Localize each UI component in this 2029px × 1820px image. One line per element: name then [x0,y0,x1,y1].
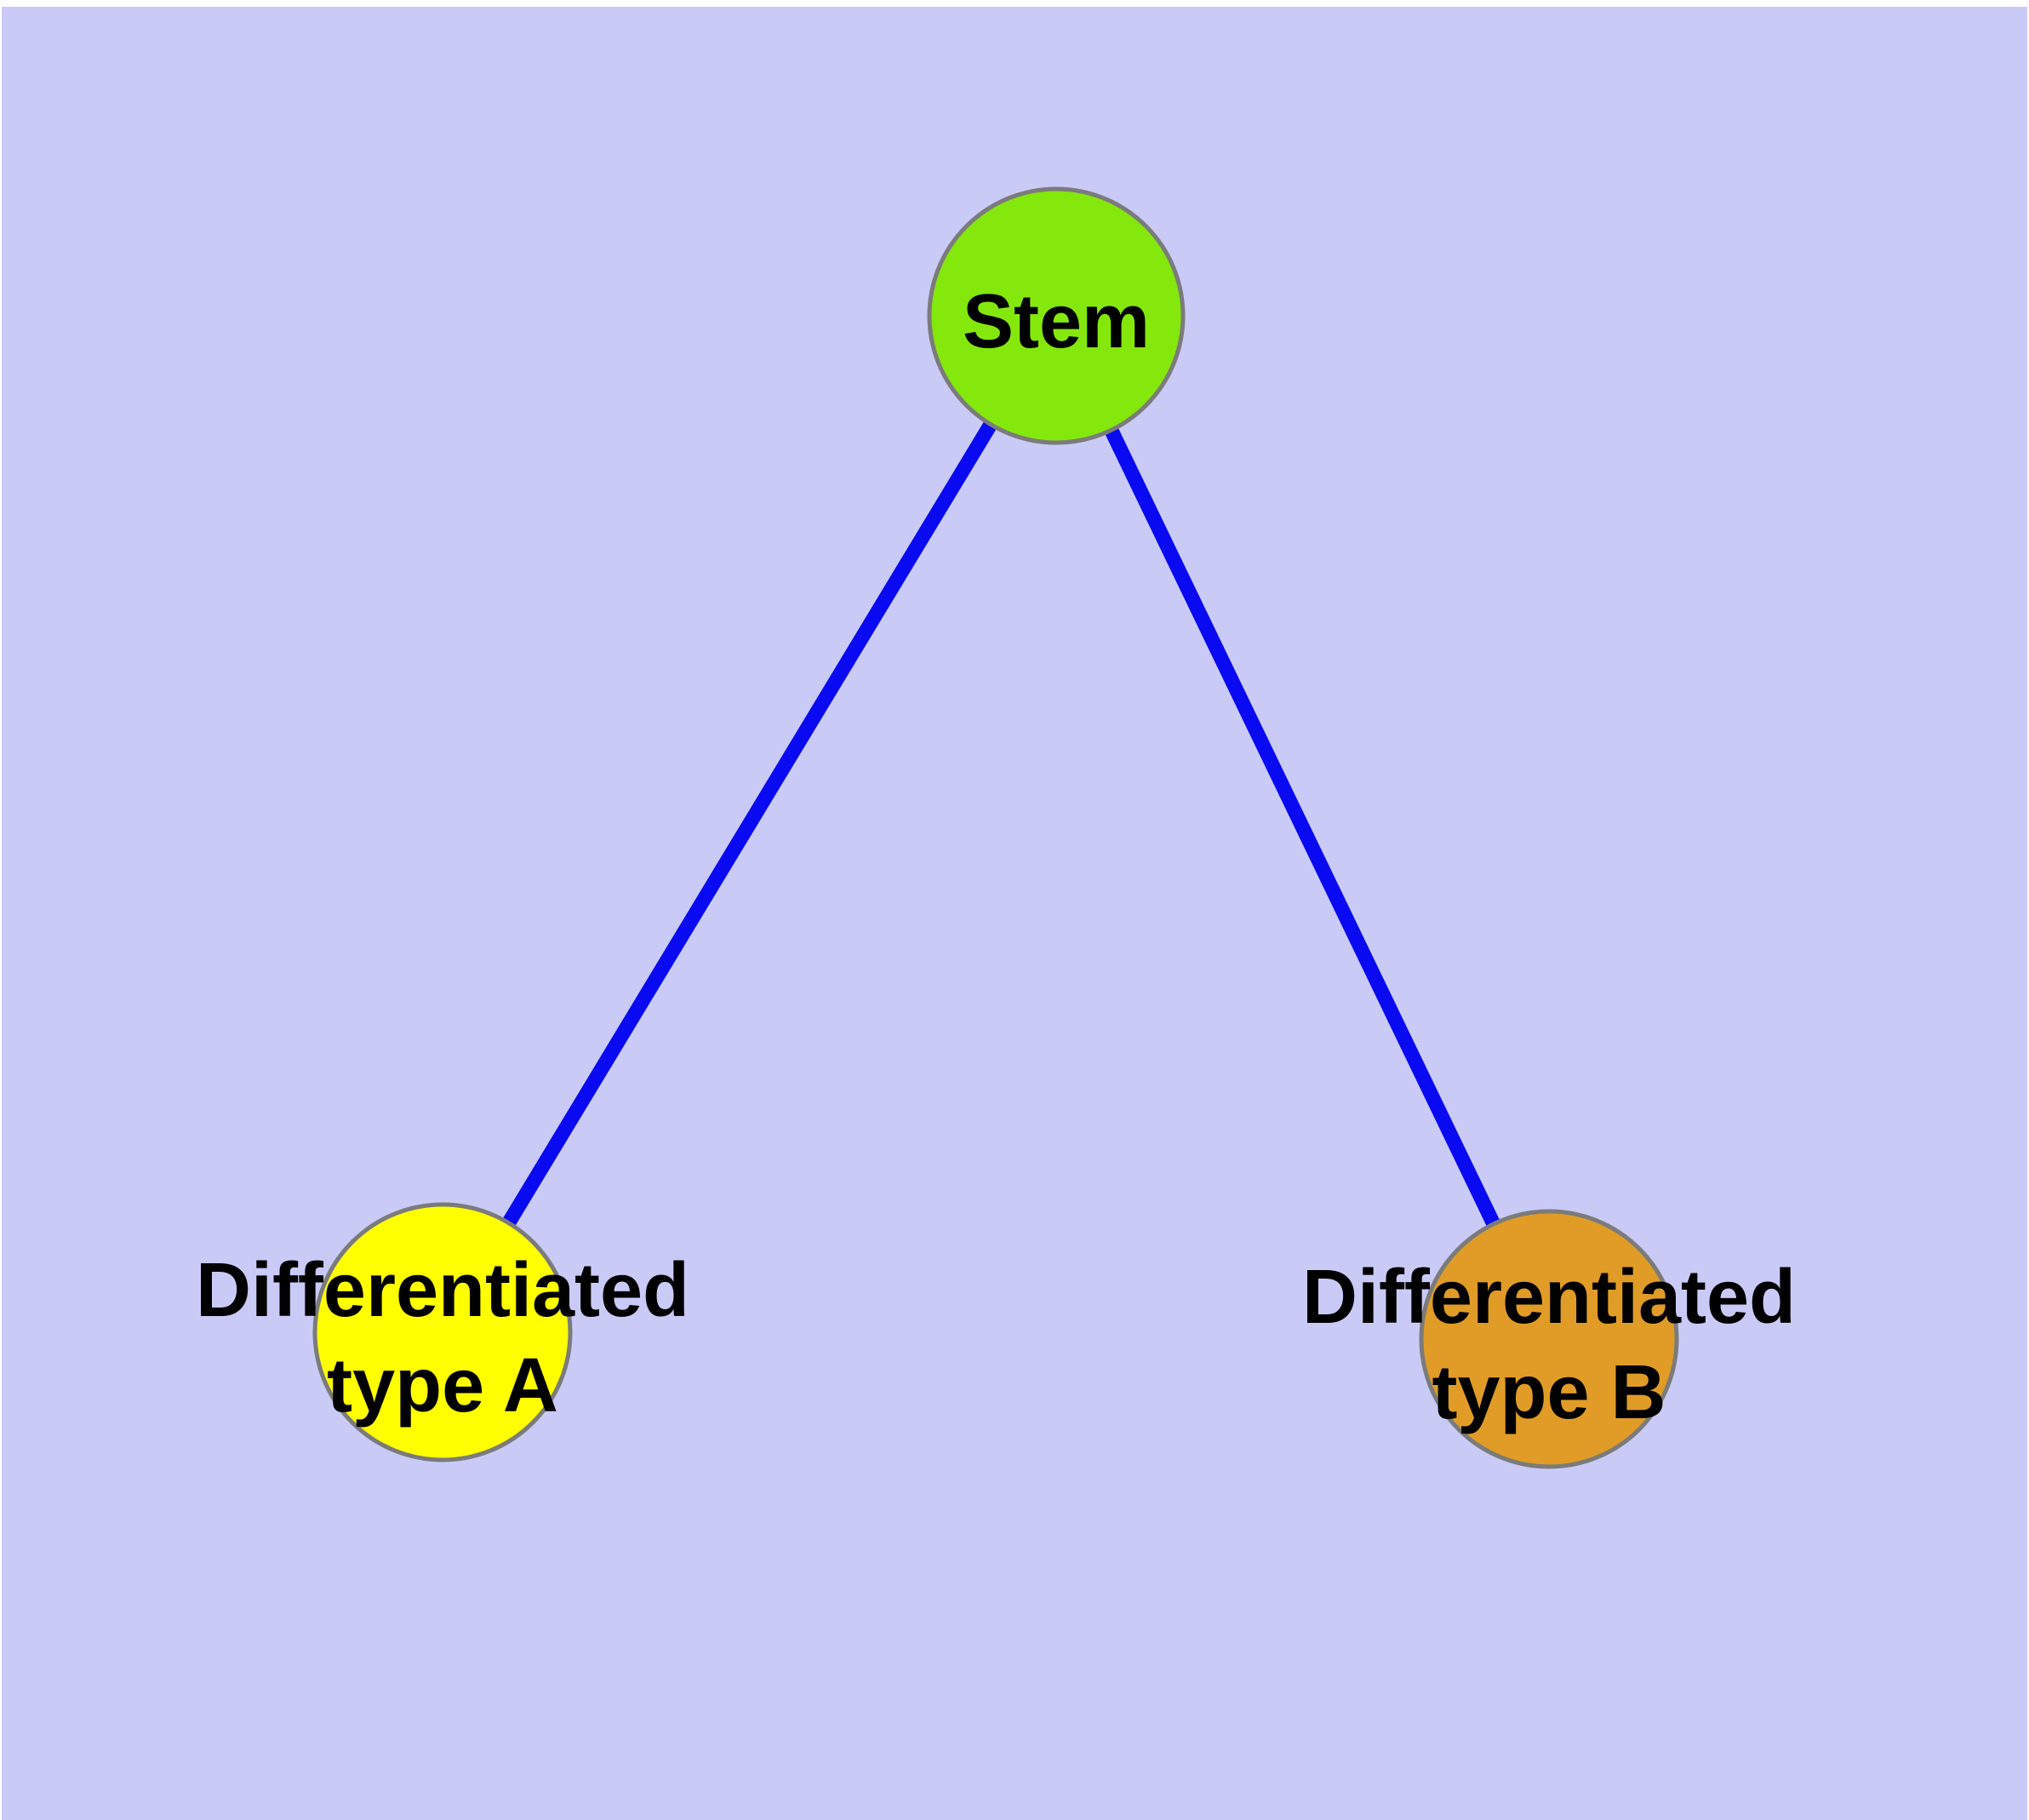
node-stem [927,186,1186,445]
node-differentiated-type-b-label-line2: type B [1432,1350,1666,1435]
node-differentiated-type-a [312,1202,573,1462]
node-differentiated-type-a-label-line1: Differentiated [196,1248,689,1333]
node-differentiated-type-b-label-line1: Differentiated [1302,1255,1796,1340]
node-differentiated-type-a-label-line2: type A [327,1343,558,1428]
node-stem-label: Stem [963,279,1150,364]
edge-stem-to-differentiated-type-b [1049,312,1556,1342]
node-differentiated-type-b [1419,1209,1679,1469]
edge-stem-to-differentiated-type-a [436,312,1063,1336]
